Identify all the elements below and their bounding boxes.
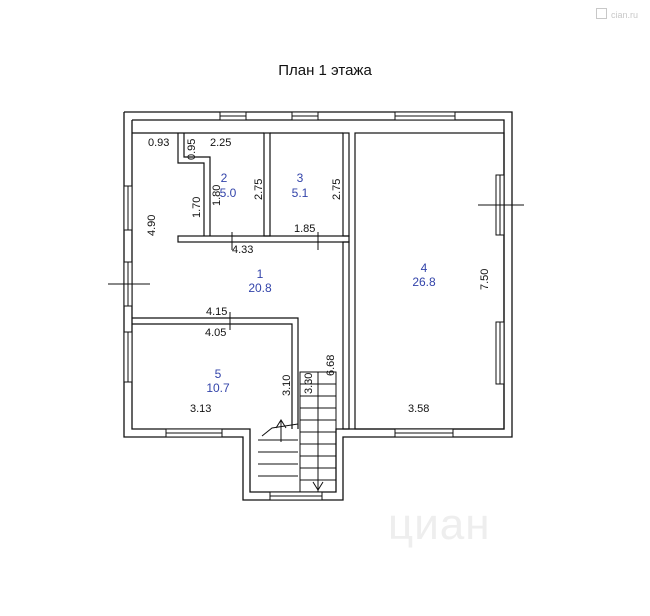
windows bbox=[123, 111, 505, 501]
dim-3-10: 3.10 bbox=[281, 375, 293, 396]
room-1-area: 20.8 bbox=[248, 281, 272, 295]
dim-3-13: 3.13 bbox=[190, 403, 211, 415]
dim-0-93: 0.93 bbox=[148, 137, 169, 149]
home-icon bbox=[595, 8, 607, 19]
room-5-number: 5 bbox=[215, 367, 222, 381]
dim-1-85: 1.85 bbox=[294, 223, 315, 235]
dim-4-90: 4.90 bbox=[146, 215, 158, 236]
watermark: cian.ru bbox=[595, 8, 638, 20]
dim-4-15: 4.15 bbox=[206, 306, 227, 318]
dim-2-25: 2.25 bbox=[210, 137, 231, 149]
room-3-number: 3 bbox=[297, 171, 304, 185]
room-3-area: 5.1 bbox=[292, 186, 309, 200]
watermark-text: cian.ru bbox=[610, 10, 638, 20]
dim-0-95: 0.95 bbox=[186, 139, 198, 160]
dim-3-58: 3.58 bbox=[408, 403, 429, 415]
room-2-area: 5.0 bbox=[220, 186, 237, 200]
room-2-number: 2 bbox=[221, 171, 228, 185]
dim-1-80: 1.80 bbox=[211, 185, 223, 206]
plan-title: План 1 этажа bbox=[278, 62, 372, 79]
dim-6-68: 6.68 bbox=[325, 355, 337, 376]
room-4-area: 26.8 bbox=[412, 275, 436, 289]
dim-2-75-a: 2.75 bbox=[253, 179, 265, 200]
brand-watermark: циан bbox=[388, 500, 491, 549]
dim-7-50: 7.50 bbox=[479, 269, 491, 290]
dim-4-33: 4.33 bbox=[232, 244, 253, 256]
dim-3-30: 3.30 bbox=[303, 373, 315, 394]
axis-markers bbox=[108, 204, 524, 285]
room-4-number: 4 bbox=[421, 261, 428, 275]
room-5-area: 10.7 bbox=[206, 381, 230, 395]
interior-walls bbox=[132, 132, 505, 430]
stair-arrows bbox=[275, 419, 324, 491]
staircase bbox=[258, 371, 337, 493]
dim-1-70: 1.70 bbox=[191, 197, 203, 218]
dimension-ticks bbox=[229, 232, 319, 330]
dim-2-75-b: 2.75 bbox=[331, 179, 343, 200]
dim-4-05: 4.05 bbox=[205, 327, 226, 339]
room-1-number: 1 bbox=[257, 267, 264, 281]
